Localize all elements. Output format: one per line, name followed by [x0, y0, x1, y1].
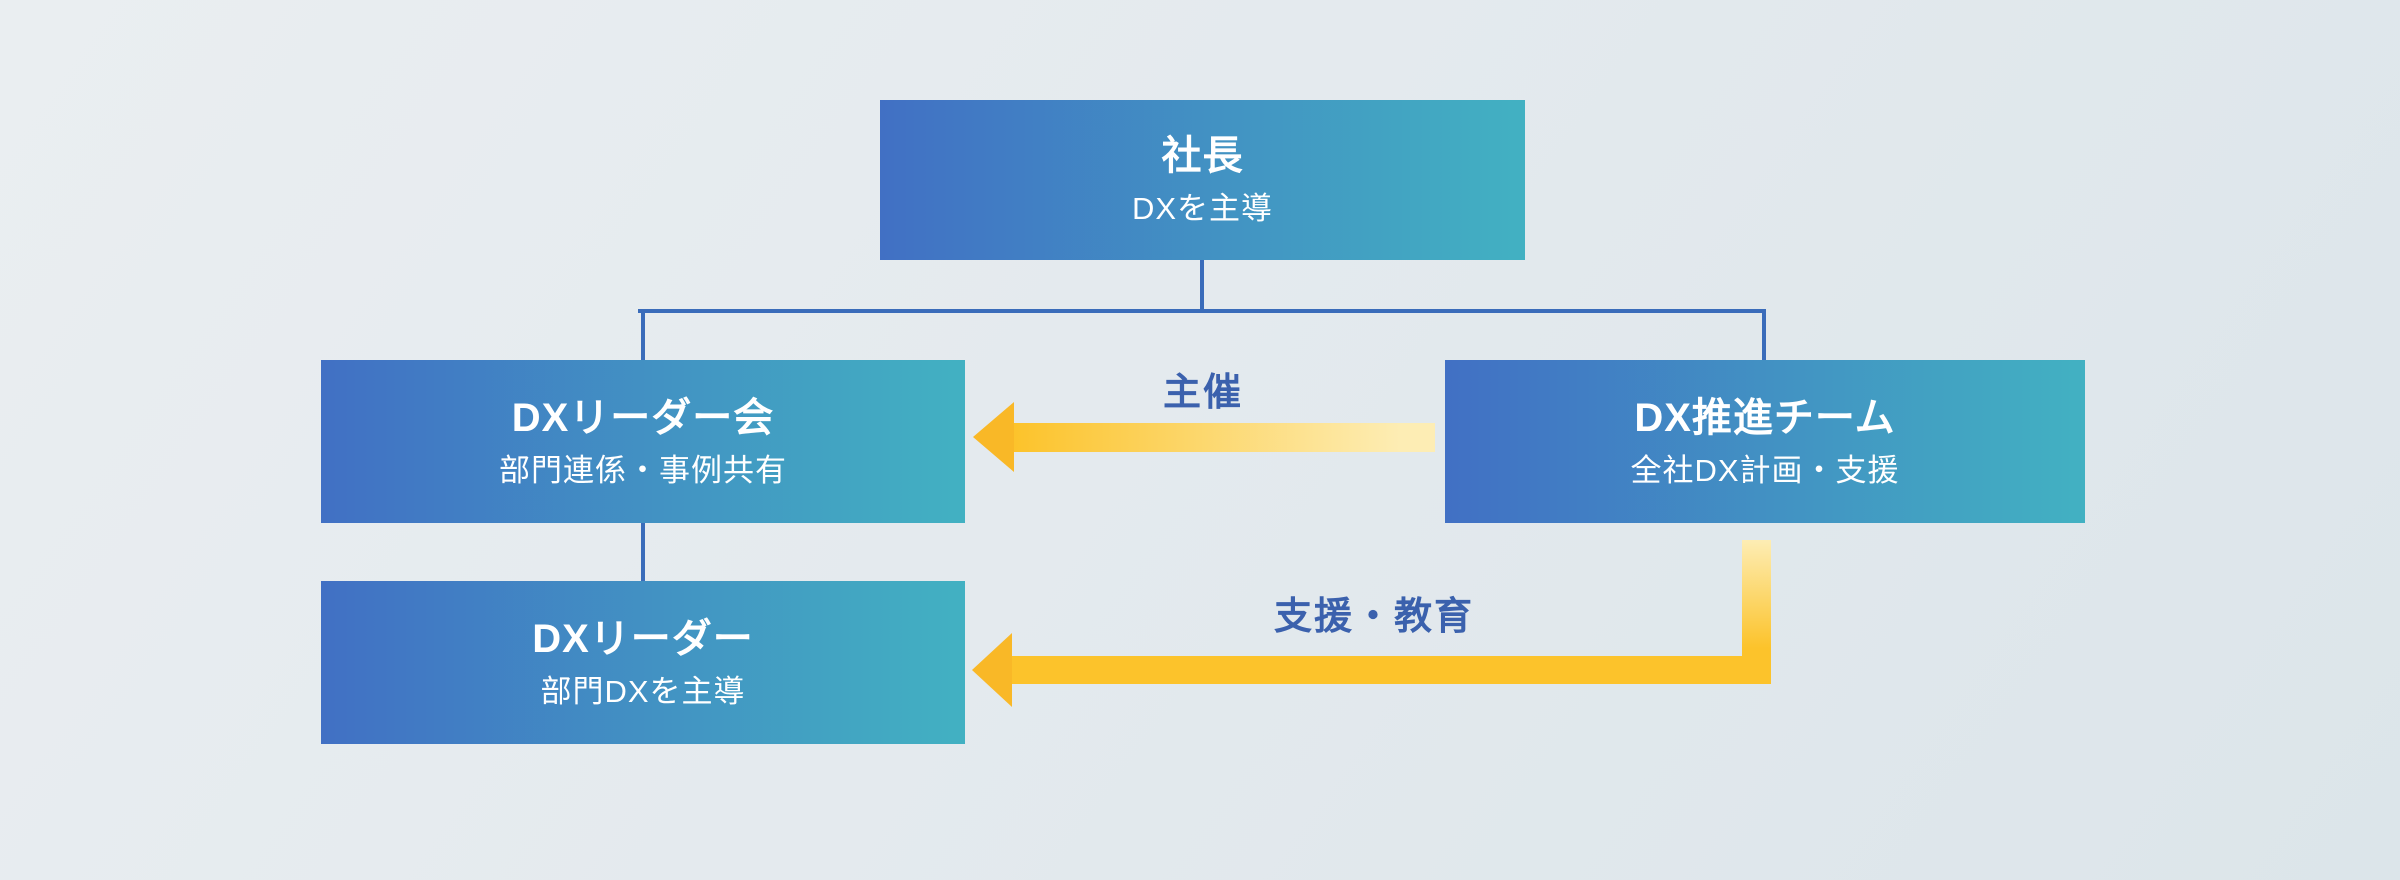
node-dx-leaders-meeting: DXリーダー会 部門連係・事例共有 — [321, 360, 965, 523]
connector-drop-promotion-team — [1762, 311, 1766, 360]
connector-leaders-meeting-to-leader — [641, 523, 645, 581]
connector-drop-leaders-meeting — [641, 311, 645, 360]
node-president: 社長 DXを主導 — [880, 100, 1525, 260]
connector-horizontal — [638, 309, 1766, 313]
node-dx-leaders-meeting-title: DXリーダー会 — [511, 395, 775, 440]
node-president-title: 社長 — [1161, 134, 1244, 178]
node-dx-leader-subtitle: 部門DXを主導 — [540, 673, 746, 709]
host-arrow-label: 主催 — [1162, 372, 1244, 414]
host-arrow-left-arrowhead-icon — [973, 402, 1014, 472]
node-dx-promotion-team: DX推進チーム 全社DX計画・支援 — [1445, 360, 2085, 523]
node-president-subtitle: DXを主導 — [1131, 191, 1274, 226]
node-dx-promotion-team-subtitle: 全社DX計画・支援 — [1630, 452, 1900, 488]
node-dx-leaders-meeting-subtitle: 部門連係・事例共有 — [499, 452, 787, 488]
node-dx-leader-title: DXリーダー — [532, 616, 754, 661]
support-arrow-label: 支援・教育 — [1273, 596, 1475, 638]
node-dx-promotion-team-title: DX推進チーム — [1634, 395, 1896, 440]
support-arrow-body — [1012, 656, 1771, 684]
node-dx-leader: DXリーダー 部門DXを主導 — [321, 581, 965, 744]
host-arrow-body — [1014, 423, 1435, 452]
connector-president-stub — [1200, 260, 1204, 311]
support-arrow-left-arrowhead-icon — [972, 633, 1012, 707]
